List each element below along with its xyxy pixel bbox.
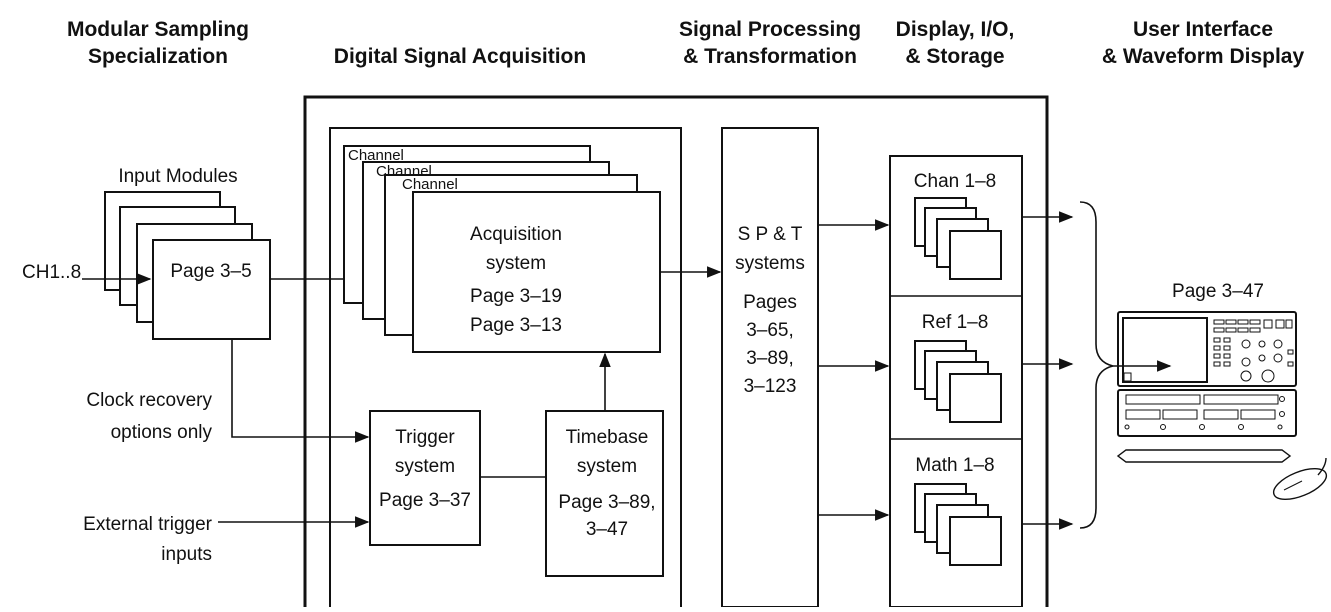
spt-pages-label: Pages (743, 292, 797, 313)
instrument-frame (303, 95, 1049, 607)
storage-ref-label: Ref 1–8 (922, 312, 989, 333)
trigger-title-2: system (395, 456, 455, 477)
header-ui-line1: User Interface (1133, 18, 1273, 41)
trigger-system-box (369, 410, 481, 546)
acquisition-page-1: Page 3–19 (470, 286, 562, 307)
timebase-page-2: 3–47 (586, 519, 628, 540)
channel-label-3: Channel (402, 176, 458, 193)
channel-label-1: Channel (348, 147, 404, 164)
ref-card-4 (949, 373, 1002, 423)
spt-page-2: 3–89, (746, 348, 794, 369)
acquisition-title-2: system (486, 253, 546, 274)
input-ch-label: CH1..8 (22, 262, 81, 283)
input-modules-title: Input Modules (118, 166, 237, 187)
storage-math-label: Math 1–8 (915, 455, 994, 476)
acquisition-page-2: Page 3–13 (470, 315, 562, 336)
timebase-page-1: Page 3–89, (558, 492, 655, 513)
clock-recovery-line2: options only (111, 422, 213, 443)
spt-title-2: systems (735, 253, 805, 274)
input-module-page: Page 3–5 (170, 261, 251, 282)
trigger-page: Page 3–37 (379, 490, 471, 511)
header-processing-line1: Signal Processing (679, 18, 861, 41)
header-display-line2: & Storage (905, 45, 1004, 68)
acquisition-title-1: Acquisition (470, 224, 562, 245)
chan-card-4 (949, 230, 1002, 280)
ui-page-label: Page 3–47 (1172, 281, 1264, 302)
clock-recovery-line1: Clock recovery (86, 390, 212, 411)
brace-icon (1079, 201, 1114, 529)
acquisition-frame (329, 127, 682, 607)
spt-page-1: 3–65, (746, 320, 794, 341)
header-display-line1: Display, I/O, (896, 18, 1015, 41)
storage-chan-label: Chan 1–8 (914, 171, 996, 192)
header-ui-line2: & Waveform Display (1102, 45, 1305, 68)
timebase-title-1: Timebase (566, 427, 649, 448)
external-trigger-line1: External trigger (83, 514, 213, 535)
math-card-4 (949, 516, 1002, 566)
input-module-front (152, 239, 271, 340)
spt-page-3: 3–123 (744, 376, 797, 397)
spt-systems-box (721, 127, 819, 608)
trigger-title-1: Trigger (395, 427, 455, 448)
timebase-title-2: system (577, 456, 637, 477)
arrow-clock-recovery (231, 339, 370, 443)
oscilloscope-icon (1116, 311, 1328, 500)
header-modular-line1: Modular Sampling (67, 18, 249, 41)
header-processing-line2: & Transformation (683, 45, 857, 68)
external-trigger-line2: inputs (161, 544, 212, 565)
header-acquisition: Digital Signal Acquisition (334, 45, 586, 68)
header-modular-line2: Specialization (88, 45, 228, 68)
spt-title-1: S P & T (738, 224, 803, 245)
